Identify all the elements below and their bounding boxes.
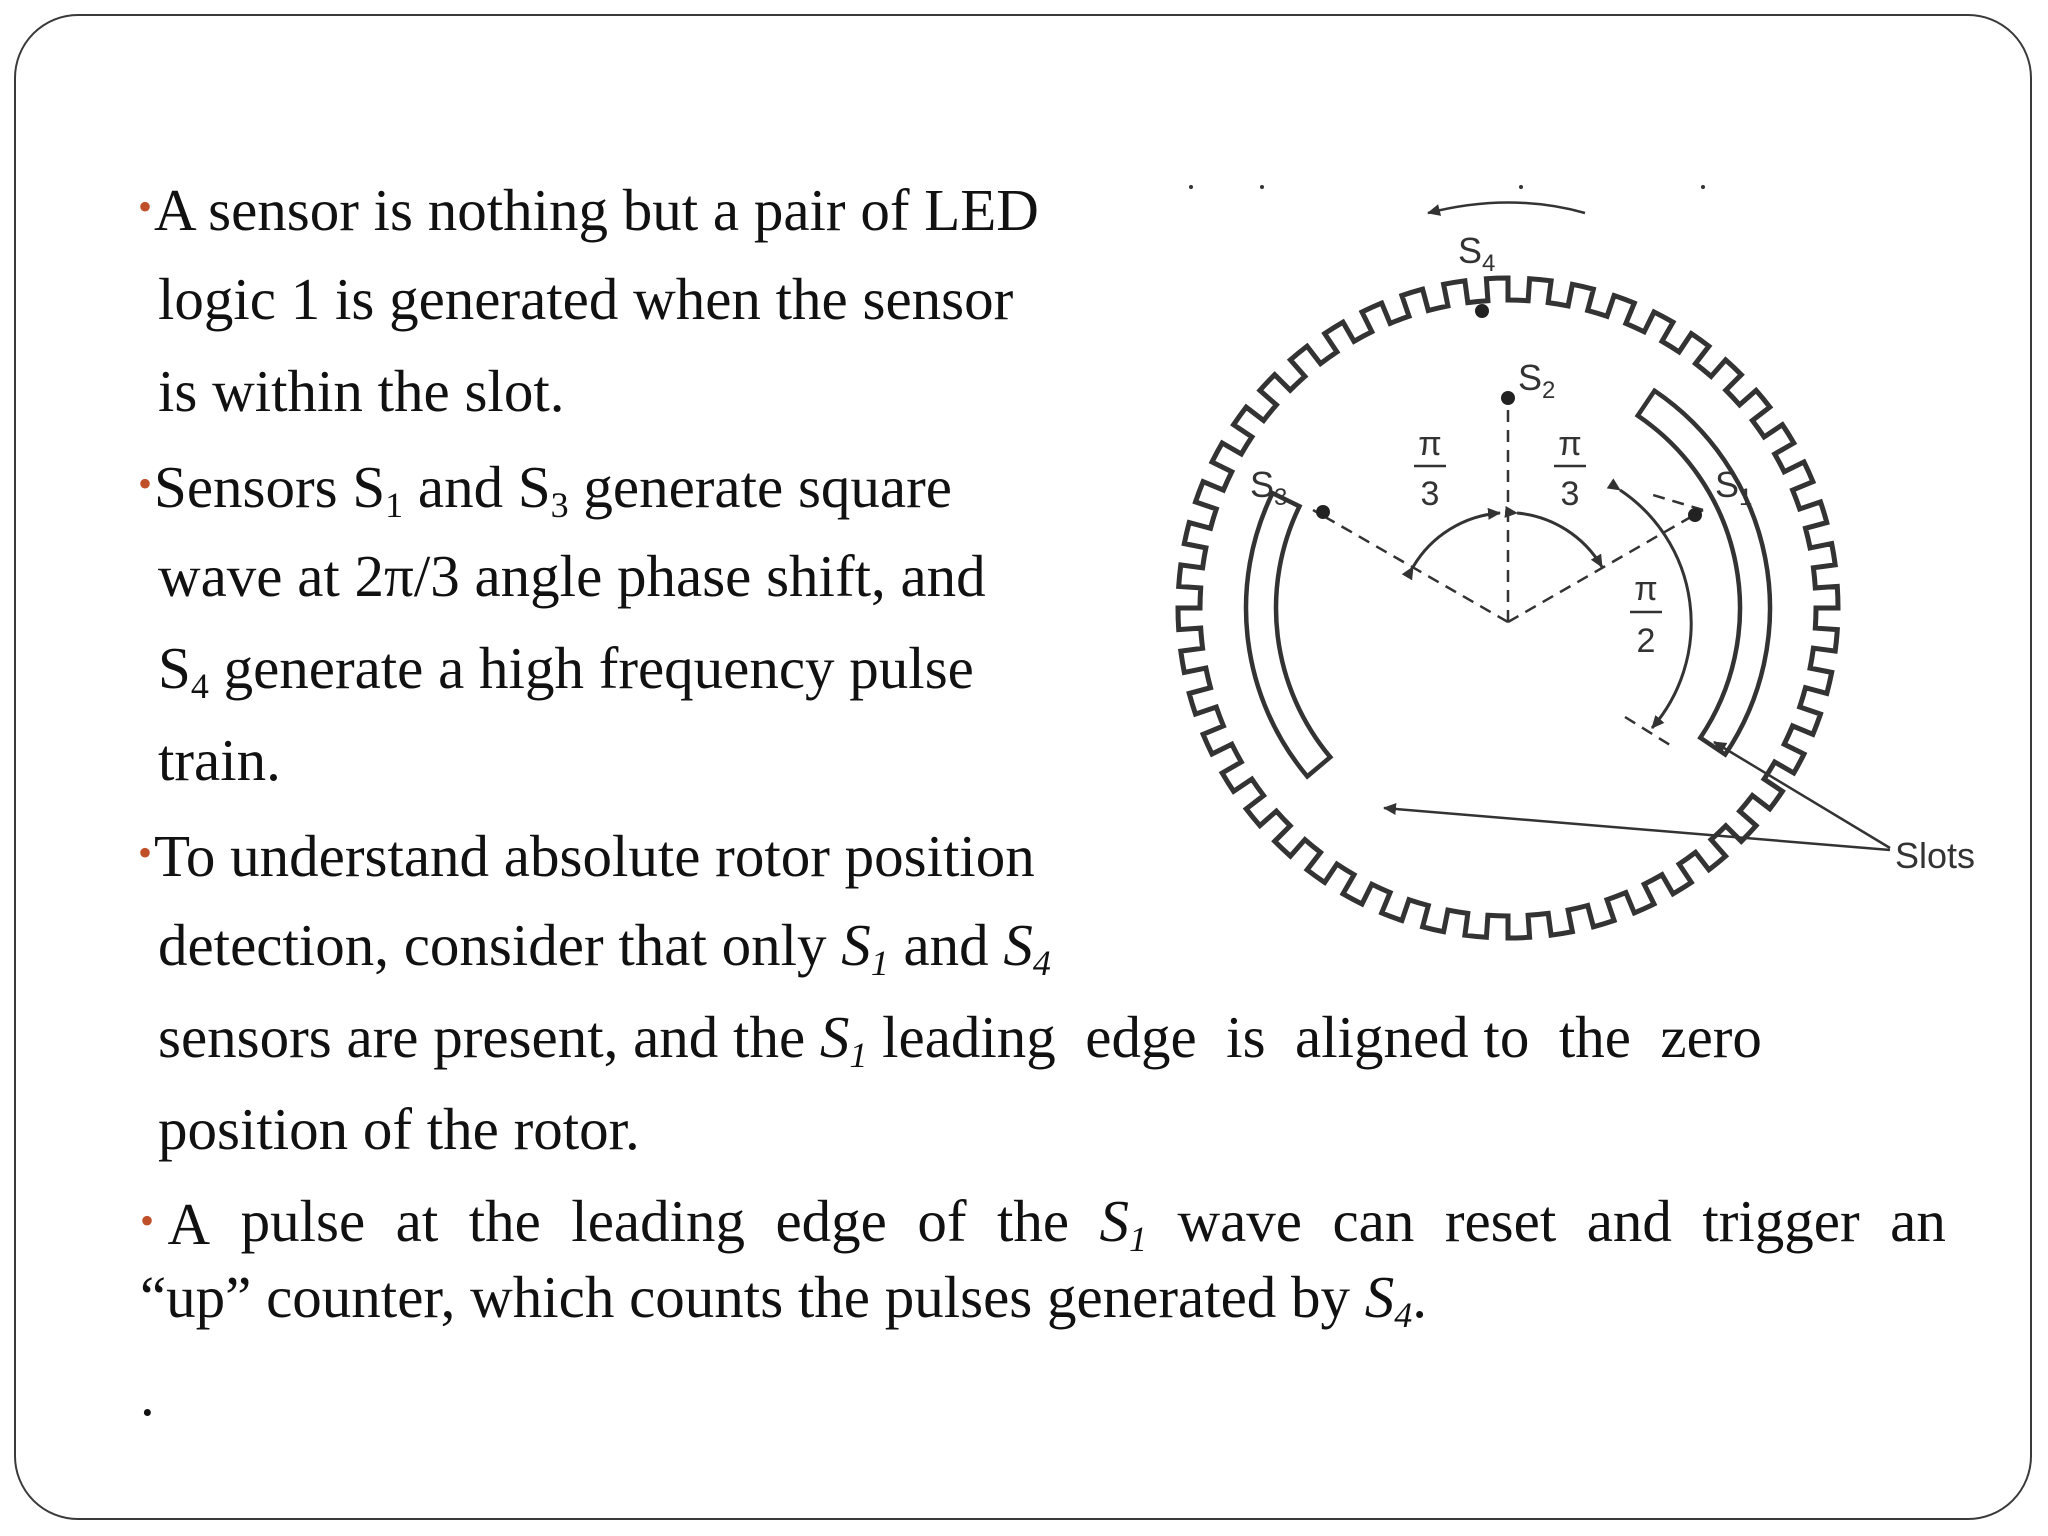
bullet-1-line-3: is within the slot.: [158, 358, 565, 424]
text-run: “up” counter, which counts the pulses ge…: [140, 1264, 1365, 1330]
word: • A: [140, 1186, 210, 1274]
bullet-1-line-2: logic 1 is generated when the sensor: [158, 266, 1014, 332]
italic-symbol: S: [841, 912, 871, 978]
word: S1: [1100, 1186, 1148, 1274]
bullet-3-line-3: sensors are present, and the S1 leading …: [158, 1002, 1762, 1090]
italic-symbol: S: [1364, 1264, 1395, 1330]
sensor-label-s3: S3: [1250, 464, 1287, 511]
slots-label: Slots: [1895, 835, 1975, 876]
slide-frame: [14, 14, 2032, 1520]
bullet-2-line-4: train.: [158, 727, 281, 793]
word-text: A: [167, 1191, 211, 1257]
bullet-3-line-2: detection, consider that only S1 and S4: [158, 910, 1051, 998]
sensor-label-s1: S1: [1715, 464, 1752, 511]
angle-label-pi-over-3-left: π 3: [1414, 425, 1446, 513]
text-run: S: [158, 635, 191, 701]
subscript: 1: [385, 485, 404, 525]
fraction-numerator: π: [1418, 425, 1441, 463]
text-run: generate square: [568, 454, 952, 520]
subscript: 1: [1129, 1219, 1148, 1259]
subscript: 1: [849, 1035, 868, 1075]
word: edge: [775, 1188, 887, 1254]
word: the: [468, 1188, 541, 1254]
angle-arc-left: [1401, 507, 1501, 581]
stray-marks: [1189, 185, 1705, 189]
word: and: [1586, 1188, 1672, 1254]
italic-symbol: S: [1003, 912, 1033, 978]
bullet-text: A sensor is nothing but a pair of LED: [154, 177, 1039, 243]
text-run: Sensors S: [154, 454, 386, 520]
sensor-s3-dot: [1316, 505, 1330, 519]
bullet-2-line-3: S4 generate a high frequency pulse: [158, 633, 974, 721]
rotation-arrow: [1427, 201, 1586, 216]
slot-left: [1243, 490, 1334, 780]
word: at: [395, 1188, 439, 1254]
angle-arc-pi-over-2: [1606, 478, 1693, 729]
word: an: [1890, 1188, 1946, 1254]
fraction-denominator: 3: [1421, 475, 1440, 513]
rotor-sensor-diagram: S4 S2 S3 S1 π 3 π 3 π 2 Slots: [1175, 185, 1975, 941]
text-run: detection, consider that only: [158, 912, 842, 978]
word: reset: [1444, 1188, 1557, 1254]
slot-pointer-left: [1383, 803, 1891, 852]
bullet-3-line-1: •To understand absolute rotor position: [138, 818, 1035, 891]
fraction-denominator: 3: [1561, 475, 1580, 513]
slot-right: [1634, 387, 1773, 758]
text-run: .: [1412, 1264, 1428, 1330]
toothed-rotor-rim: [1175, 275, 1841, 941]
word: the: [996, 1188, 1070, 1254]
trailing-dot: .: [140, 1362, 155, 1428]
bullet-2-line-2: wave at 2π/3 angle phase shift, and: [158, 543, 986, 609]
text-run: sensors are present, and the: [158, 1004, 820, 1070]
text-run: generate a high frequency pulse: [208, 635, 974, 701]
word: pulse: [240, 1188, 366, 1254]
sensor-s2-dot: [1501, 391, 1515, 405]
text-run: and S: [403, 454, 551, 520]
sensor-s1-dot: [1688, 508, 1702, 522]
bullet-text: To understand absolute rotor position: [154, 823, 1035, 889]
bullet-4-line-1: • A pulse at the leading edge of the S1 …: [140, 1186, 1946, 1274]
angle-arc-right: [1504, 505, 1604, 568]
bullet-3-line-4: position of the rotor.: [158, 1096, 640, 1162]
word: of: [917, 1188, 967, 1254]
bullet-marker: •: [138, 461, 153, 506]
bullet-1-line-1: •A sensor is nothing but a pair of LED: [138, 172, 1039, 245]
fraction-denominator: 2: [1637, 622, 1656, 660]
subscript: 4: [190, 666, 209, 706]
italic-symbol: S: [819, 1004, 850, 1070]
text-run: leading edge is aligned to the zero: [867, 1004, 1762, 1070]
italic-symbol: S: [1099, 1188, 1130, 1254]
subscript: 1: [870, 943, 889, 983]
bullet-2-line-1: •Sensors S1 and S3 generate square: [138, 449, 952, 540]
subscript: 3: [550, 485, 569, 525]
subscript: 4: [1394, 1295, 1413, 1335]
bullet-marker: •: [138, 184, 153, 229]
fraction-numerator: π: [1634, 570, 1657, 608]
slot-pointer-right: [1713, 740, 1891, 850]
sensor-s4-dot: [1475, 304, 1489, 318]
subscript: 4: [1032, 943, 1051, 983]
text-run: and: [888, 912, 1004, 978]
bullet-marker: •: [140, 1198, 155, 1243]
angle-label-pi-over-2: π 2: [1630, 570, 1662, 660]
word: wave: [1177, 1188, 1302, 1254]
sensor-label-s4: S4: [1458, 230, 1495, 277]
fraction-numerator: π: [1558, 425, 1581, 463]
bullet-marker: •: [138, 830, 153, 875]
word: leading: [571, 1188, 745, 1254]
sensor-label-s2: S2: [1518, 357, 1555, 404]
word: can: [1332, 1188, 1415, 1254]
angle-label-pi-over-3-right: π 3: [1554, 425, 1586, 513]
word: trigger: [1702, 1188, 1860, 1254]
bullet-4-line-2: “up” counter, which counts the pulses ge…: [140, 1262, 1427, 1350]
